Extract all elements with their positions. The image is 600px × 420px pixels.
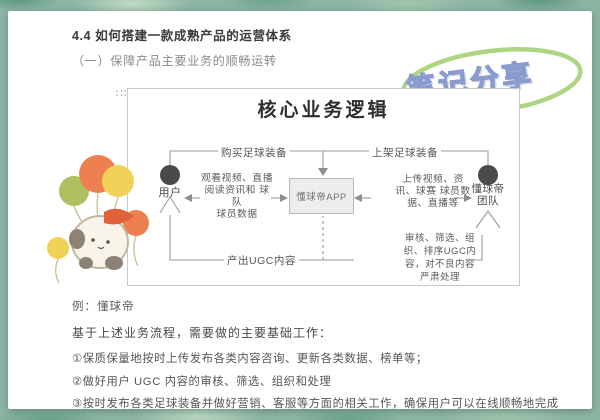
- balloons-puppy-sticker-icon: [47, 155, 149, 284]
- flow-moderate-ugc: 审核、筛选、组 织、排序UGC内 容，对不良内容 严肃处理: [403, 233, 477, 283]
- core-business-logic-diagram: 核心业务逻辑 购买足球装备 上架足球装备 用户 懂球帝APP 懂球帝 团队 观看…: [127, 88, 520, 286]
- team-head-icon: [478, 165, 498, 185]
- flow-list-equipment: 上架足球装备: [369, 145, 441, 160]
- small-yellow-balloon-icon: [47, 237, 69, 259]
- work-item-3: ③按时发布各类足球装备并做好营销、客服等方面的相关工作，确保用户可以在线顺畅地完…: [72, 398, 559, 410]
- actor-team: 懂球帝 团队: [471, 183, 505, 207]
- intro-line: 基于上述业务流程，需要做的主要基础工作：: [72, 326, 333, 340]
- actor-user: 用户: [158, 187, 182, 199]
- flow-consume-content: 观看视频、直播 阅读资讯和 球队 球员数据: [200, 173, 274, 220]
- red-hat-icon: [104, 208, 134, 225]
- flow-publish-content: 上传视频、资 讯、球赛 球员数 据、直播等: [395, 174, 471, 209]
- yellow-balloon-icon: [102, 165, 134, 197]
- user-head-icon: [160, 165, 180, 185]
- team-legs-icon: [475, 210, 501, 229]
- user-legs-icon: [159, 195, 181, 214]
- node-app: 懂球帝APP: [289, 178, 354, 214]
- section-title: 4.4 如何搭建一款成熟产品的运营体系: [72, 29, 292, 43]
- work-item-1: ①保质保量地按时上传发布各类内容咨询、更新各类数据、榜单等；: [72, 353, 428, 365]
- example-line: 例：懂球帝: [72, 301, 135, 313]
- subsection-title: （一）保障产品主要业务的顺畅运转: [72, 54, 277, 68]
- work-item-2: ②做好用户 UGC 内容的审核、筛选、组织和处理: [72, 376, 332, 388]
- diagram-connectors: [159, 150, 501, 261]
- green-balloon-icon: [59, 176, 89, 206]
- note-card: 4.4 如何搭建一款成熟产品的运营体系 （一）保障产品主要业务的顺畅运转 笔记分…: [8, 11, 592, 410]
- diagram-title: 核心业务逻辑: [257, 100, 390, 121]
- flow-produce-ugc: 产出UGC内容: [224, 253, 299, 268]
- flow-buy-equipment: 购买足球装备: [218, 145, 290, 160]
